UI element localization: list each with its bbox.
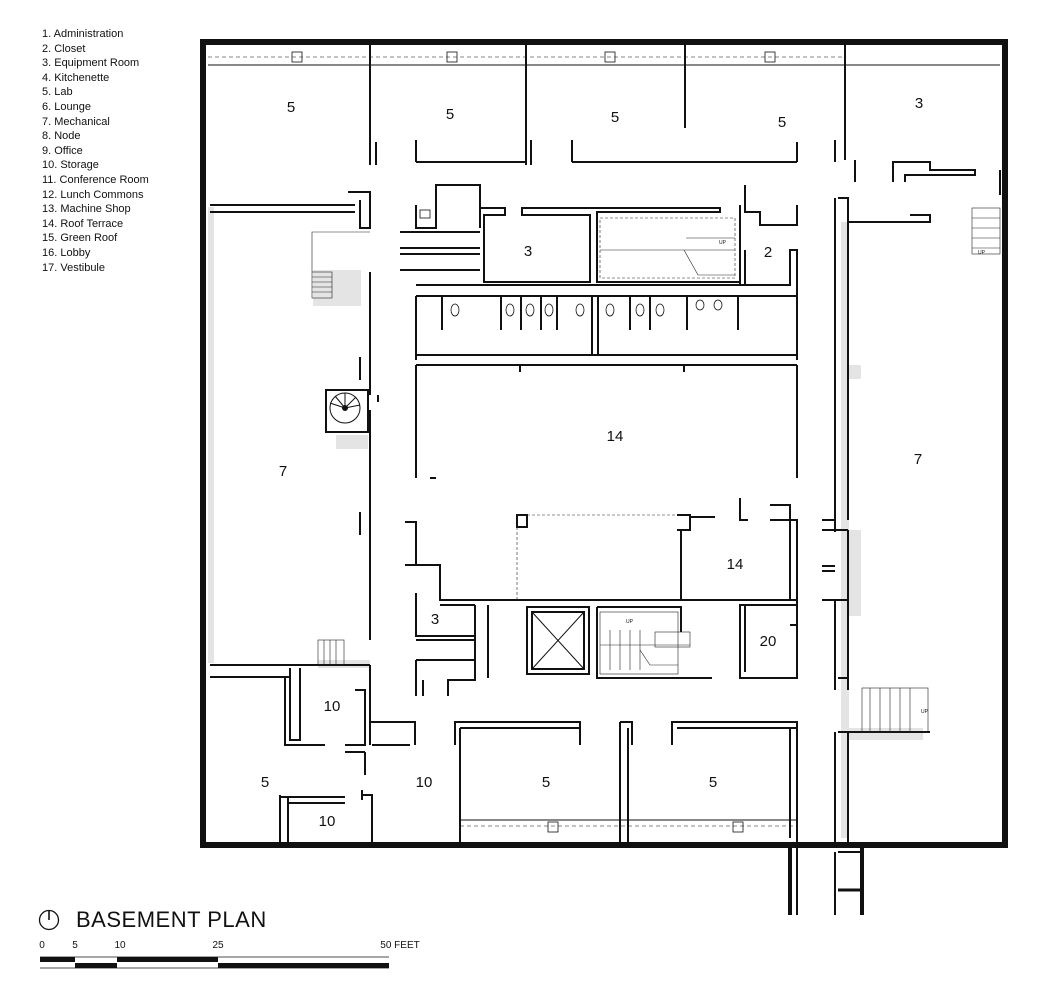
shading xyxy=(208,207,923,838)
legend-item: 3. Equipment Room xyxy=(42,57,140,70)
scale-tick-label: 5 xyxy=(72,940,78,951)
legend-item: 9. Office xyxy=(42,144,83,157)
room-label: 5 xyxy=(261,774,269,791)
room-legend: 1. Administration 2. Closet 3. Equipment… xyxy=(42,27,149,275)
legend-item: 5. Lab xyxy=(42,86,73,99)
room-label: 10 xyxy=(319,813,336,830)
scale-tick-label: 25 xyxy=(212,940,224,951)
scale-tick-label: 50 FEET xyxy=(380,940,420,951)
restroom-fixtures xyxy=(419,209,723,317)
legend-item: 13. Machine Shop xyxy=(42,203,131,216)
stair-up-labels: UP UP UP UP xyxy=(626,240,986,715)
scale-tick-label: 0 xyxy=(39,940,45,951)
room-label: 10 xyxy=(324,698,341,715)
stair-up-label: UP xyxy=(978,250,986,256)
room-label: 5 xyxy=(709,774,717,791)
legend-item: 6. Lounge xyxy=(42,100,91,113)
room-label: 5 xyxy=(542,774,550,791)
room-label: 7 xyxy=(914,451,922,468)
plan-title: BASEMENT PLAN xyxy=(76,907,267,932)
stairs xyxy=(311,207,1001,733)
legend-item: 16. Lobby xyxy=(42,246,91,259)
legend-item: 12. Lunch Commons xyxy=(42,188,144,201)
room-labels: 5 5 5 5 3 3 2 7 7 14 14 3 20 10 10 10 5 … xyxy=(261,95,923,830)
legend-item: 4. Kitchenette xyxy=(42,71,110,84)
room-label: 5 xyxy=(778,114,786,131)
stair-up-label: UP xyxy=(921,709,929,715)
scale-tick-label: 10 xyxy=(114,940,126,951)
room-label: 14 xyxy=(607,428,624,445)
room-label: 3 xyxy=(915,95,923,112)
legend-item: 7. Mechanical xyxy=(42,115,110,128)
room-label: 20 xyxy=(760,633,777,650)
scale-bar xyxy=(40,956,389,969)
room-label: 5 xyxy=(611,109,619,126)
room-label: 3 xyxy=(431,611,439,628)
legend-item: 15. Green Roof xyxy=(42,232,118,245)
room-label: 7 xyxy=(279,463,287,480)
stair-up-label: UP xyxy=(626,619,634,625)
spiral-stair-icon xyxy=(329,392,361,424)
north-fixtures xyxy=(291,51,776,833)
legend-item: 14. Roof Terrace xyxy=(42,217,124,230)
legend-item: 10. Storage xyxy=(42,159,99,172)
room-label: 2 xyxy=(764,244,772,261)
legend-item: 8. Node xyxy=(42,130,81,143)
interior-walls xyxy=(210,45,1001,845)
legend-item: 17. Vestibule xyxy=(42,261,105,274)
room-label: 3 xyxy=(524,243,532,260)
legend-item: 11. Conference Room xyxy=(42,173,149,186)
north-arrow-icon xyxy=(38,909,60,931)
room-label: 5 xyxy=(446,106,454,123)
room-label: 14 xyxy=(727,556,744,573)
plan-title-block: BASEMENT PLAN xyxy=(38,905,267,935)
outer-walls xyxy=(200,39,1008,915)
room-label: 5 xyxy=(287,99,295,116)
legend-item: 1. Administration xyxy=(42,28,124,40)
room-label: 10 xyxy=(416,774,433,791)
stair-up-label: UP xyxy=(719,240,727,246)
legend-item: 2. Closet xyxy=(42,42,86,55)
